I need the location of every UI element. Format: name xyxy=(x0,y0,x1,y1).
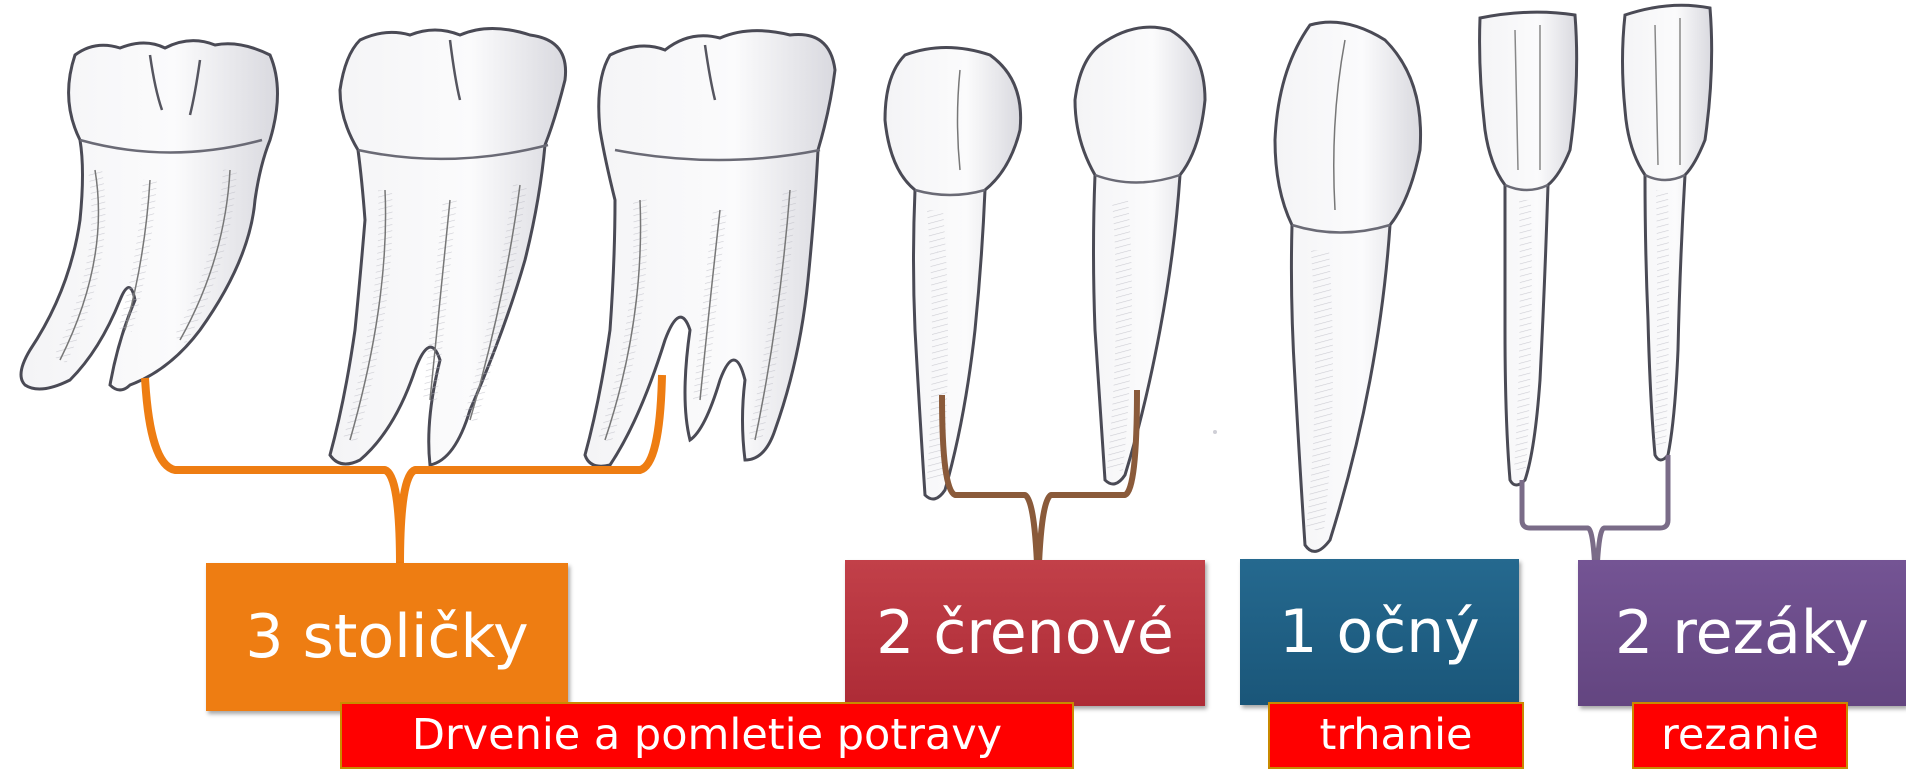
premolars-label: 2 črenové xyxy=(845,560,1205,706)
canine-tooth xyxy=(1275,22,1421,551)
cutting-function-label: rezanie xyxy=(1632,702,1848,769)
molar-2 xyxy=(330,29,566,466)
speck xyxy=(1213,430,1217,434)
incisor-1 xyxy=(1480,12,1577,485)
grinding-function-label: Drvenie a pomletie potravy xyxy=(340,702,1074,769)
premolar-2 xyxy=(1075,27,1205,484)
molars-label: 3 stoličky xyxy=(206,563,568,711)
tearing-function-label: trhanie xyxy=(1268,702,1524,769)
premolar-1 xyxy=(885,48,1021,500)
molars-bracket xyxy=(145,375,662,565)
molar-1 xyxy=(21,41,278,390)
canine-label: 1 očný xyxy=(1240,559,1519,705)
incisor-2 xyxy=(1623,5,1712,460)
incisors-label: 2 rezáky xyxy=(1578,560,1906,706)
molar-3 xyxy=(585,31,835,467)
